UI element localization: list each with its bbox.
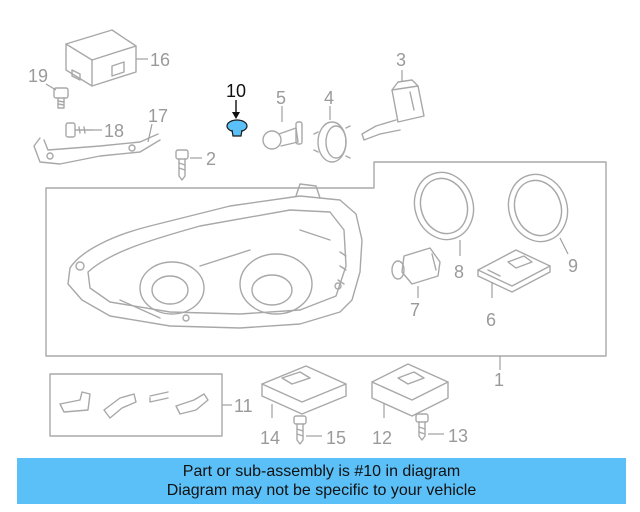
leader-10-arrow	[232, 112, 240, 119]
callout-18[interactable]: 18	[104, 121, 124, 141]
callout-4[interactable]: 4	[324, 88, 334, 108]
part-1-headlamp-assembly[interactable]	[67, 183, 363, 329]
callout-1[interactable]: 1	[494, 370, 504, 390]
part-14-ballast[interactable]	[261, 365, 347, 415]
part-10-clip[interactable]	[226, 119, 248, 137]
callout-5[interactable]: 5	[276, 88, 286, 108]
part-9-cap[interactable]	[500, 167, 576, 250]
leader-17	[147, 123, 153, 143]
callout-16[interactable]: 16	[150, 50, 170, 70]
part-12-ballast[interactable]	[371, 363, 449, 417]
part-3-xenon-bulb[interactable]	[361, 79, 425, 141]
callout-10[interactable]: 10	[226, 81, 246, 101]
part-11-kit-box	[49, 373, 223, 437]
part-5-bulb[interactable]	[262, 121, 303, 150]
info-banner: Part or sub-assembly is #10 in diagram D…	[17, 458, 626, 504]
leader-9	[559, 237, 569, 255]
callout-13[interactable]: 13	[448, 426, 468, 446]
callout-2[interactable]: 2	[206, 149, 216, 169]
part-11-brackets[interactable]	[59, 391, 209, 419]
part-7-connector[interactable]	[391, 247, 441, 285]
callout-12[interactable]: 12	[372, 428, 392, 448]
callout-3[interactable]: 3	[396, 50, 406, 70]
callout-6[interactable]: 6	[486, 310, 496, 330]
part-19-bolt[interactable]	[53, 87, 69, 109]
leader-19	[45, 83, 57, 91]
callout-14[interactable]: 14	[260, 428, 280, 448]
callout-8[interactable]: 8	[454, 262, 464, 282]
part-18-screw[interactable]	[65, 122, 93, 138]
callout-9[interactable]: 9	[568, 256, 578, 276]
part-13-screw[interactable]	[415, 413, 429, 441]
part-4-socket[interactable]	[313, 121, 351, 163]
callout-19[interactable]: 19	[28, 66, 48, 86]
parts-diagram: 16 19 18 17 2 10	[28, 29, 607, 448]
callout-11[interactable]: 11	[234, 396, 253, 416]
part-17-bracket[interactable]	[33, 133, 161, 165]
part-6-control-unit[interactable]	[477, 249, 551, 293]
part-16-control-module[interactable]	[65, 29, 137, 87]
callout-7[interactable]: 7	[410, 300, 420, 320]
part-2-screw[interactable]	[175, 149, 189, 181]
callout-17[interactable]: 17	[148, 106, 168, 126]
part-1-outline-box	[45, 161, 607, 357]
callout-15[interactable]: 15	[326, 428, 346, 448]
part-15-screw[interactable]	[293, 415, 307, 445]
banner-line-part-number: Part or sub-assembly is #10 in diagram	[182, 463, 461, 480]
banner-line-disclaimer: Diagram may not be specific to your vehi…	[166, 482, 477, 499]
part-8-cap[interactable]	[406, 165, 482, 248]
